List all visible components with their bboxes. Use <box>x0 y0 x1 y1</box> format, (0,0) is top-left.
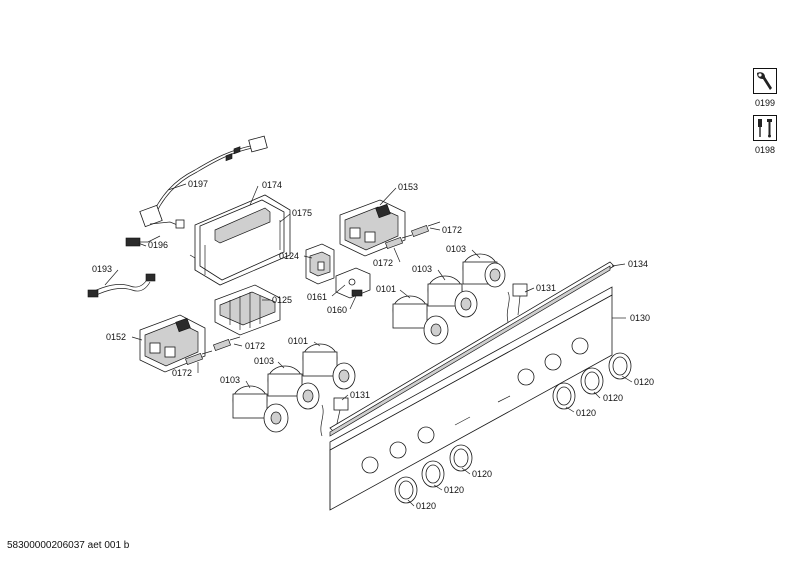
knob-ring-4 <box>552 382 576 410</box>
callout-0172-lower-right: 0172 <box>245 341 265 351</box>
callout-0172-lower-left: 0172 <box>172 368 192 378</box>
leader-lines <box>104 183 633 507</box>
callout-0120-right-3: 0120 <box>576 408 596 418</box>
rotary-switch-lower-group <box>232 343 356 437</box>
rotary-switch-0101-lower <box>302 343 356 390</box>
rotary-switch-0103-lower-mid <box>267 365 320 410</box>
wrench-tool-icon <box>753 68 777 94</box>
callout-0120-left-3: 0120 <box>416 501 436 511</box>
switch-0124 <box>305 243 335 285</box>
knob-ring-6 <box>608 352 632 380</box>
callout-0130: 0130 <box>630 313 650 323</box>
terminal-block-0125 <box>214 284 281 336</box>
callout-0196: 0196 <box>148 240 168 250</box>
callout-0103-upper-mid: 0103 <box>412 264 432 274</box>
switch-housing-0152 <box>139 314 206 373</box>
wiring-harness-0197 <box>139 135 268 229</box>
callout-0120-left-2: 0120 <box>444 485 464 495</box>
callout-0197: 0197 <box>188 179 208 189</box>
side-icon-label-0198: 0198 <box>755 145 776 155</box>
knob-ring-2 <box>421 460 445 488</box>
document-id: 58300000206037 aet 001 b <box>7 540 130 551</box>
switch-shaft-0172-lower <box>185 336 241 366</box>
callout-0103-upper-back: 0103 <box>446 244 466 254</box>
panel-strip-0134 <box>329 261 615 437</box>
callout-0172-upper-left: 0172 <box>373 258 393 268</box>
knob-ring-1 <box>394 476 418 504</box>
callout-0120-left-1: 0120 <box>472 469 492 479</box>
knob-ring-3 <box>449 444 473 472</box>
callout-0120-right-2: 0120 <box>603 393 623 403</box>
rotary-switch-0101-upper <box>392 295 449 345</box>
rotary-switch-0103-upper-back <box>462 253 506 288</box>
callout-0160: 0160 <box>327 305 347 315</box>
cable-0131-upper <box>506 283 528 323</box>
rotary-switch-0103-upper-mid <box>427 275 478 318</box>
rotary-switch-upper-group <box>392 253 528 345</box>
wiring-harness-0193 <box>87 273 156 298</box>
switch-housing-0153 <box>339 199 406 257</box>
callout-0131-lower: 0131 <box>350 390 370 400</box>
callout-labels: 0197 0174 0175 0196 0193 0125 0124 0161 … <box>92 179 654 511</box>
callout-0101-lower: 0101 <box>288 336 308 346</box>
callout-0193: 0193 <box>92 264 112 274</box>
callout-0174: 0174 <box>262 180 282 190</box>
callout-0101-upper: 0101 <box>376 284 396 294</box>
screwdriver-set-icon <box>753 115 777 141</box>
callout-0124: 0124 <box>279 251 299 261</box>
control-board-0174 <box>189 146 291 286</box>
clip-0160 <box>351 289 363 297</box>
callout-0125: 0125 <box>272 295 292 305</box>
callout-0153: 0153 <box>398 182 418 192</box>
callout-0131-upper: 0131 <box>536 283 556 293</box>
callout-0172-upper-right: 0172 <box>442 225 462 235</box>
callout-0103-lower-front: 0103 <box>220 375 240 385</box>
callout-0175: 0175 <box>292 208 312 218</box>
callout-0152: 0152 <box>106 332 126 342</box>
wiring-harness-0196 <box>125 235 161 247</box>
side-icon-label-0199: 0199 <box>755 98 776 108</box>
knob-rings-0120 <box>394 352 632 504</box>
callout-0134: 0134 <box>628 259 648 269</box>
knob-ring-5 <box>580 367 604 395</box>
switch-shaft-0172-upper <box>385 221 441 250</box>
callout-0120-right-1: 0120 <box>634 377 654 387</box>
rotary-switch-0103-lower-front <box>232 385 289 433</box>
callout-0103-lower-mid: 0103 <box>254 356 274 366</box>
control-panel-0130 <box>329 286 613 511</box>
callout-0161: 0161 <box>307 292 327 302</box>
